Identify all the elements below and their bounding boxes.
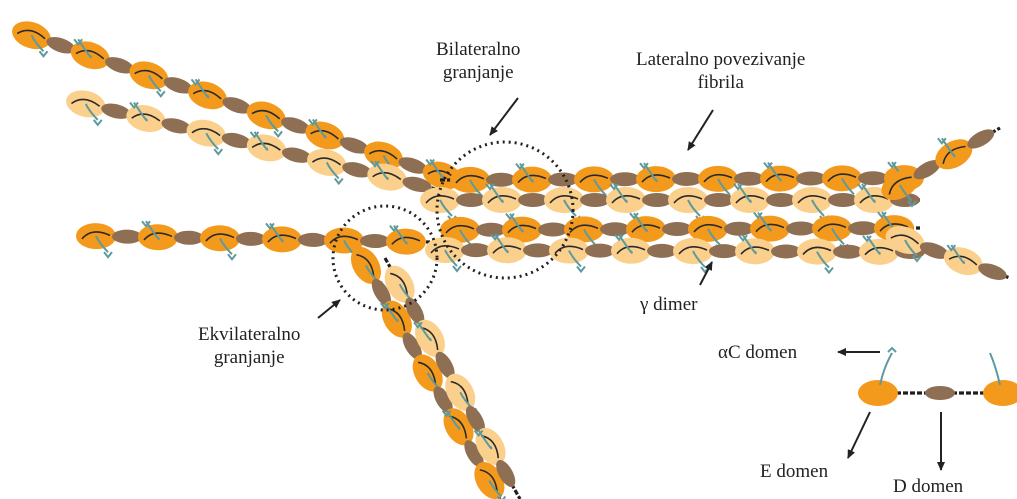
d-domain-node — [580, 193, 610, 207]
d-domain-node — [709, 244, 739, 258]
d-domain-node — [848, 221, 878, 235]
alpha-c-tip — [39, 51, 47, 56]
d-domain-node — [518, 193, 548, 207]
lateral-arrow — [688, 110, 713, 150]
fibrin-strand — [63, 87, 440, 195]
fibrin-fibers — [8, 16, 1017, 499]
d-domain-node — [647, 244, 677, 258]
alpha-c-tip — [104, 252, 112, 257]
d-domain-node — [858, 171, 888, 185]
bilateral-branching-label: Bilateralno granjanje — [436, 38, 520, 84]
d-domain-node — [585, 244, 615, 258]
d-domain-node — [796, 171, 826, 185]
gamma-dimer-label: γ dimer — [640, 293, 697, 316]
alpha-c-tail — [990, 353, 1000, 385]
d-domain-node — [786, 221, 816, 235]
d-domain-node — [461, 243, 491, 257]
d-domain-node — [112, 229, 142, 244]
d-domain-node — [672, 172, 702, 186]
d-domain-node — [925, 386, 955, 400]
alpha-c-tip — [94, 120, 102, 125]
d-domain-node — [174, 230, 204, 245]
d-domain-node — [236, 232, 266, 247]
e-domain-node — [858, 380, 898, 406]
alpha-c-tip — [825, 268, 833, 273]
fibrin-strand — [379, 258, 520, 499]
d-domain-node — [538, 222, 568, 236]
equilateral-branching-label: Ekvilateralno granjanje — [198, 323, 300, 369]
alpha-c-tip — [888, 348, 896, 352]
d-domain-node — [704, 193, 734, 207]
e-domain-arrow — [848, 412, 870, 458]
alpha-c-tip — [214, 149, 222, 154]
fibrin-strand — [882, 221, 1010, 283]
d-domain-node — [548, 172, 578, 186]
d-domain-node — [724, 222, 754, 236]
e-domain-label: E domen — [760, 460, 828, 483]
e-domain-node — [8, 16, 54, 54]
d-domain-node — [360, 234, 390, 249]
alpha-c-tip — [335, 178, 343, 183]
d-domain-label: D domen — [893, 475, 963, 498]
alpha-c-tip — [274, 131, 282, 136]
d-domain-node — [833, 245, 863, 259]
d-domain-node — [771, 244, 801, 258]
alpha-c-tip — [228, 254, 236, 259]
alpha-c-tail — [880, 353, 892, 385]
equilateral-arrow — [318, 300, 340, 318]
alpha-c-tip — [157, 91, 165, 96]
d-domain-node — [600, 222, 630, 236]
ac-domain-label: αC domen — [718, 341, 797, 364]
alpha-c-tip — [453, 266, 461, 271]
d-domain-node — [456, 193, 486, 207]
bilateral-arrow — [490, 98, 518, 135]
d-domain-node — [734, 172, 764, 186]
d-domain-node — [523, 243, 553, 257]
d-domain-node — [828, 193, 858, 207]
e-domain-node — [673, 238, 713, 264]
gamma-dimer-arrow — [700, 262, 712, 285]
fibrin-strand — [76, 221, 430, 261]
fibrinogen-monomer — [858, 348, 1017, 406]
e-domain-node — [797, 238, 837, 264]
d-domain-node — [766, 193, 796, 207]
d-domain-node — [642, 193, 672, 207]
e-domain-node — [549, 237, 589, 263]
d-domain-node — [298, 233, 328, 248]
fibrin-strand — [425, 234, 925, 272]
lateral-fibril-label: Lateralno povezivanje fibrila — [636, 48, 805, 94]
d-domain-node — [662, 222, 692, 236]
alpha-c-tip — [577, 267, 585, 272]
